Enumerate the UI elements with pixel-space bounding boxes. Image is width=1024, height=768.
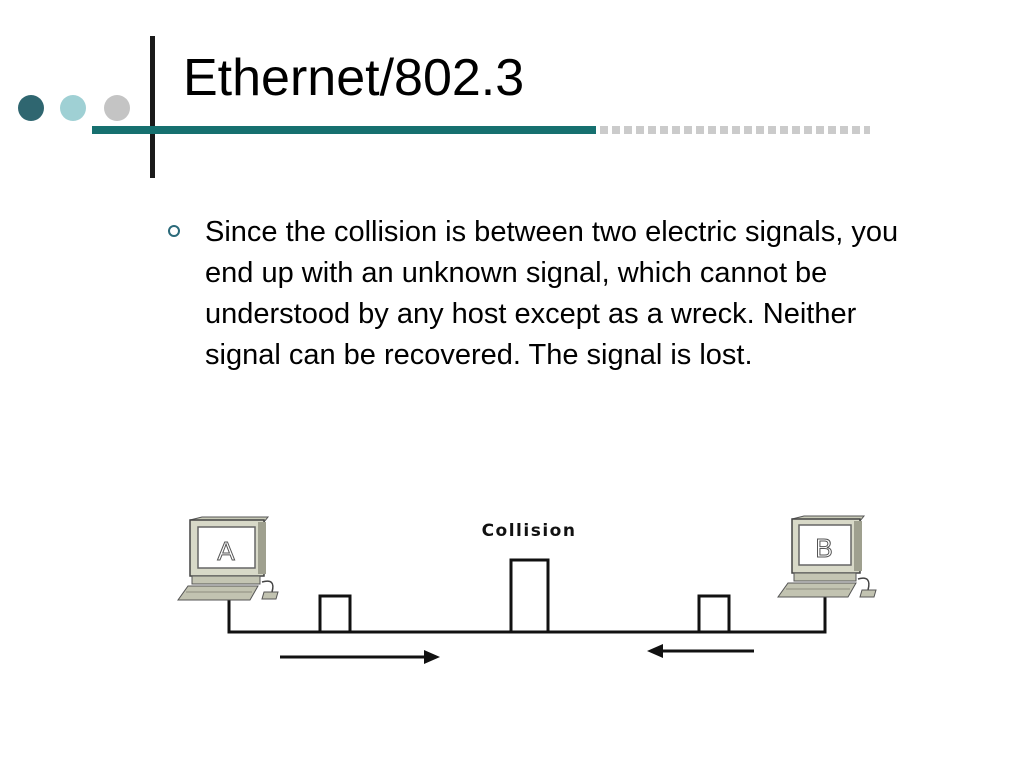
bullet-ring-icon xyxy=(168,225,180,237)
slide-title: Ethernet/802.3 xyxy=(183,49,525,107)
host-b-computer-icon xyxy=(777,515,877,598)
title-underline-dotted xyxy=(600,126,870,134)
signal-frame-right xyxy=(697,594,731,634)
collision-frame xyxy=(509,558,550,634)
host-a-computer-icon xyxy=(177,516,279,601)
header-vertical-bar xyxy=(150,36,155,178)
signal-frame-left xyxy=(318,594,352,634)
header-dot-gray xyxy=(104,95,130,121)
bullet-text: Since the collision is between two elect… xyxy=(205,216,899,371)
title-underline-solid xyxy=(92,126,596,134)
collision-label: Collision xyxy=(482,521,577,541)
host-a-label: A xyxy=(217,536,235,566)
arrow-left-icon xyxy=(647,644,754,658)
header-dot-light xyxy=(60,95,86,121)
host-b-label: B xyxy=(815,533,832,563)
arrow-right-icon xyxy=(280,650,440,664)
header-dot-dark xyxy=(18,95,44,121)
